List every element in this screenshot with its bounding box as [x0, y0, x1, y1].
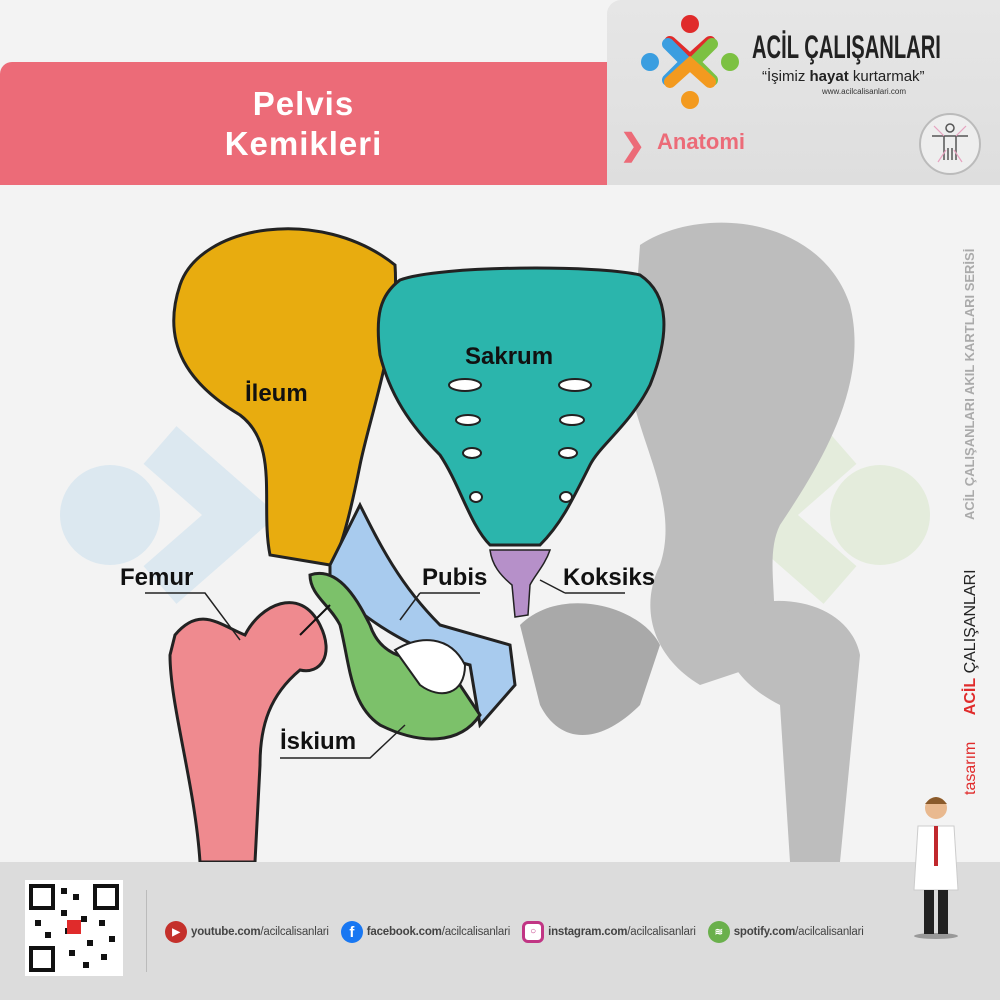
leader-lines: [145, 579, 625, 759]
anatomy-body-icon: [919, 113, 981, 175]
arrow-icon: [299, 604, 331, 636]
title-line-2: Kemikleri: [224, 125, 383, 162]
website-url[interactable]: www.acilcalisanlari.com: [822, 87, 907, 96]
doctor-illustration: [913, 797, 959, 939]
sakrum-bone: [376, 266, 666, 547]
social-domain: spotify.com: [733, 926, 796, 938]
label-iskium: İskium: [280, 728, 357, 755]
section-label: Anatomi: [657, 129, 745, 154]
design-brand: ÇALIŞANLARI: [962, 569, 979, 674]
series-text: ACİL ÇALIŞANLARI AKIL KARTLARI SERİSİ: [962, 248, 977, 520]
iskium-bone: [308, 571, 482, 741]
social-handle: /acilcalisanlari: [441, 926, 511, 938]
label-ileum: İleum: [245, 380, 308, 407]
social-domain: youtube.com: [191, 926, 261, 938]
social-instagram[interactable]: ○instagram.com/acilcalisanlari: [522, 921, 696, 943]
pubis-bone: [328, 501, 517, 729]
social-domain: instagram.com: [548, 926, 628, 938]
spotify-icon: ≋: [707, 921, 730, 943]
obturator-foramen: [393, 639, 467, 695]
slogan-pre: “İşimiz: [762, 68, 810, 85]
design-prefix: tasarım: [962, 741, 979, 795]
label-sakrum: Sakrum: [465, 343, 554, 370]
title-line-1: Pelvis: [252, 85, 355, 122]
social-youtube[interactable]: ▶ youtube.com/acilcalisanlari: [165, 921, 329, 943]
footer-divider: [146, 890, 147, 972]
logo-icon: [641, 15, 739, 109]
ileum-bone: [172, 227, 398, 567]
title-bar: [0, 62, 607, 185]
sacral-foramina: [448, 378, 592, 503]
youtube-icon: ▶: [165, 921, 187, 943]
brand-name: ACİL ÇALIŞANLARI: [752, 29, 941, 65]
label-koksiks: Koksiks: [563, 564, 656, 591]
design-brand-bold: ACİL: [962, 677, 979, 716]
label-pubis: Pubis: [422, 564, 488, 591]
slogan-bold: hayat: [809, 68, 849, 85]
right-hip-gray: [520, 222, 860, 862]
social-spotify[interactable]: ≋spotify.com/acilcalisanlari: [707, 921, 864, 943]
design-credit: tasarım ACİL ÇALIŞANLARI: [962, 569, 980, 795]
social-domain: facebook.com: [366, 926, 442, 938]
social-handle: /acilcalisanlari: [795, 926, 864, 938]
chevron-right-icon: ❯: [620, 129, 646, 162]
koksiks-bone: [489, 549, 552, 618]
qr-code[interactable]: [25, 880, 123, 976]
femur-bone: [168, 601, 328, 862]
social-handle: /acilcalisanlari: [260, 926, 329, 938]
instagram-icon: ○: [522, 921, 545, 943]
slogan-post: kurtarmak”: [848, 68, 925, 85]
slogan: “İşimiz hayat kurtarmak”: [762, 68, 925, 85]
facebook-icon: f: [340, 921, 363, 943]
pelvis-diagram: [60, 222, 930, 862]
social-handle: /acilcalisanlari: [627, 926, 696, 938]
label-femur: Femur: [120, 564, 194, 591]
